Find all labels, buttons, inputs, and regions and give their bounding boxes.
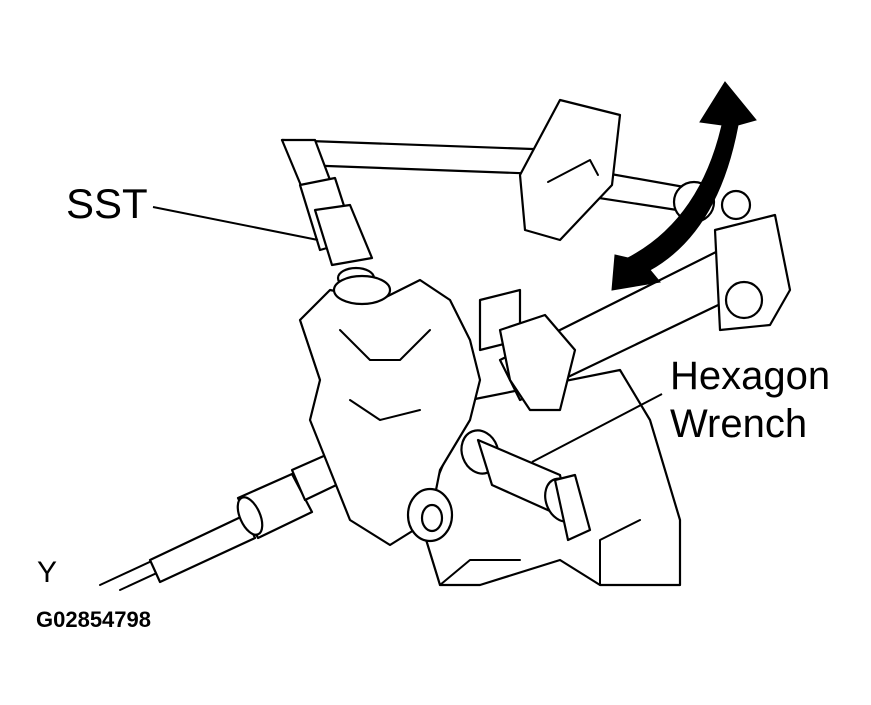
rotation-arrow-icon xyxy=(611,81,757,291)
hexagon-wrench-leader-line xyxy=(531,393,663,463)
sst-leader-line xyxy=(152,206,319,241)
hexagon-label-line2: Wrench xyxy=(670,402,808,446)
transmission-housing xyxy=(298,278,682,587)
hexagon-label-line1: Hexagon xyxy=(670,354,831,398)
hexagon-wrench-label: Hexagon Wrench xyxy=(670,352,830,448)
figure-code-label: G02854798 xyxy=(36,607,151,632)
hexagon-wrench xyxy=(460,429,592,542)
sst-label: SST xyxy=(66,180,148,227)
view-marker-label: Y xyxy=(37,556,58,589)
